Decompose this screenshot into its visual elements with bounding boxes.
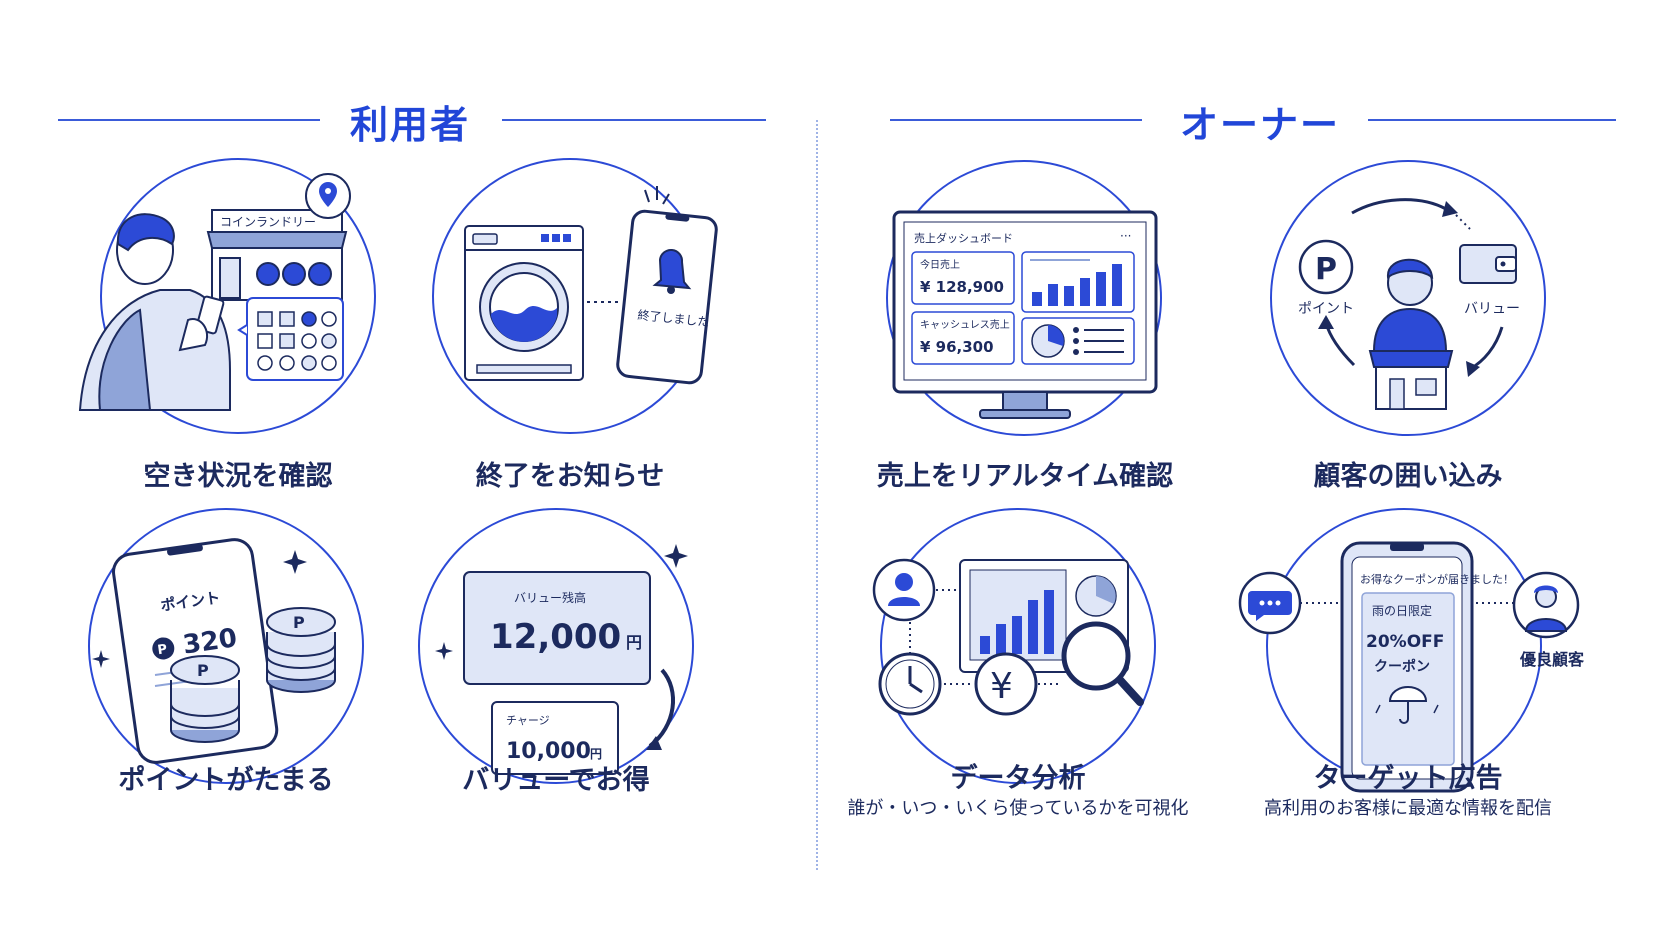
target-ad-label: ターゲット広告 <box>1313 763 1503 794</box>
owner-header-line-right <box>1368 119 1616 121</box>
svg-text:¥: ¥ <box>990 666 1013 707</box>
svg-text:バリュー残高: バリュー残高 <box>514 590 586 605</box>
bar-chart-icon <box>1021 251 1135 313</box>
data-analysis-illustration: ¥ <box>872 558 1144 716</box>
svg-text:320: 320 <box>181 623 239 660</box>
availability-circle <box>100 158 376 434</box>
svg-text:¥ 96,300: ¥ 96,300 <box>920 338 994 356</box>
points-illustration: ポイント P 320 P P <box>92 538 336 764</box>
svg-text:円: 円 <box>590 747 602 761</box>
data-analysis-label: データ分析 <box>950 763 1086 794</box>
value-label: バリューでお得 <box>462 765 650 796</box>
svg-text:P: P <box>1315 252 1337 287</box>
svg-text:バリュー: バリュー <box>1464 301 1520 317</box>
user-node-icon <box>872 558 936 622</box>
realtime-sales-circle <box>886 160 1162 436</box>
svg-text:チャージ: チャージ <box>506 714 550 727</box>
retention-label: 顧客の囲い込み <box>1313 461 1503 492</box>
section-divider <box>816 120 818 870</box>
availability-grid-card <box>237 297 344 381</box>
user-header-line-left <box>58 119 320 121</box>
target-ad-subtitle: 高利用のお客様に最適な情報を配信 <box>1264 798 1552 819</box>
washing-machine-icon <box>464 225 584 381</box>
coin-stack-small-icon: P <box>170 655 240 743</box>
laundromat-store-icon: コインランドリー <box>206 209 348 301</box>
balance-card: バリュー残高 12,000 円 <box>463 571 651 685</box>
coin-stack-icon: P <box>266 607 336 693</box>
svg-text:売上ダッシュボード: 売上ダッシュボード <box>914 231 1013 245</box>
charge-card: チャージ 10,000 円 <box>491 701 619 775</box>
value-illustration: バリュー残高 12,000 円 チャージ 10,000 円 <box>435 544 688 775</box>
customer-avatar-icon <box>1372 258 1448 352</box>
point-token-icon: P ポイント <box>1298 239 1354 317</box>
chat-bubble-icon <box>1238 571 1302 635</box>
svg-text:円: 円 <box>626 633 642 652</box>
svg-text:···: ··· <box>1120 229 1131 243</box>
svg-text:キャッシュレス売上: キャッシュレス売上 <box>920 318 1010 331</box>
svg-text:P: P <box>293 613 305 632</box>
smartphone-icon <box>616 209 718 385</box>
bell-icon <box>652 248 692 294</box>
svg-text:P: P <box>197 661 209 680</box>
pie-chart-icon <box>1021 317 1135 365</box>
notify-label: 終了をお知らせ <box>475 461 665 492</box>
sparkle-icon <box>92 550 307 668</box>
user-section-title: 利用者 <box>349 103 470 147</box>
svg-text:10,000: 10,000 <box>506 739 591 764</box>
availability-label: 空き状況を確認 <box>143 461 333 492</box>
target-ad-illustration: お得なクーポンが届きました！ 雨の日限定 20%OFF クーポン 優良顧客 <box>1238 541 1585 793</box>
umbrella-icon <box>1375 686 1439 724</box>
owner-section-title: オーナー <box>1179 103 1340 147</box>
svg-text:12,000: 12,000 <box>490 617 621 657</box>
value-circle <box>418 508 694 784</box>
retention-illustration: P ポイント バリュー <box>1298 198 1520 410</box>
svg-text:今日売上: 今日売上 <box>920 258 960 271</box>
sparkle-icon <box>435 544 688 660</box>
location-pin-icon <box>305 173 351 219</box>
svg-text:雨の日限定: 雨の日限定 <box>1372 603 1432 618</box>
vip-customer-avatar-icon <box>1512 571 1580 639</box>
wallet-icon: バリュー <box>1459 244 1520 317</box>
realtime-sales-label: 売上をリアルタイム確認 <box>876 461 1174 492</box>
points-label: ポイントがたまる <box>118 765 334 796</box>
owner-header-line-left <box>890 119 1142 121</box>
svg-text:20%OFF: 20%OFF <box>1366 632 1444 652</box>
coupon-card: 雨の日限定 20%OFF クーポン <box>1361 592 1455 766</box>
sales-dashboard-illustration: 売上ダッシュボード ··· 今日売上 ¥ 128,900 キャッシュレス売上 ¥… <box>892 210 1158 419</box>
retention-circle <box>1270 160 1546 436</box>
svg-text:ポイント: ポイント <box>1298 301 1354 317</box>
shop-icon <box>1368 350 1454 410</box>
availability-illustration: コインランドリー <box>78 173 351 411</box>
yen-icon: ¥ <box>974 652 1038 716</box>
user-header-line-right <box>502 119 766 121</box>
svg-text:コインランドリー: コインランドリー <box>220 215 316 229</box>
person-with-phone-icon <box>78 213 231 411</box>
svg-text:お得なクーポンが届きました！: お得なクーポンが届きました！ <box>1360 572 1514 586</box>
magnifier-icon <box>1061 621 1144 706</box>
svg-text:P: P <box>157 642 169 658</box>
charge-arrow-icon <box>648 668 676 748</box>
svg-text:優良顧客: 優良顧客 <box>1519 650 1585 669</box>
points-circle <box>88 508 364 784</box>
clock-icon <box>878 652 942 716</box>
data-analysis-subtitle: 誰が・いつ・いくら使っているかを可視化 <box>847 798 1189 819</box>
svg-text:クーポン: クーポン <box>1374 658 1430 675</box>
svg-text:¥ 128,900: ¥ 128,900 <box>920 278 1004 296</box>
alert-lines-icon <box>644 186 670 205</box>
data-analysis-circle <box>880 508 1156 784</box>
notify-illustration: 終了しました <box>464 186 718 385</box>
